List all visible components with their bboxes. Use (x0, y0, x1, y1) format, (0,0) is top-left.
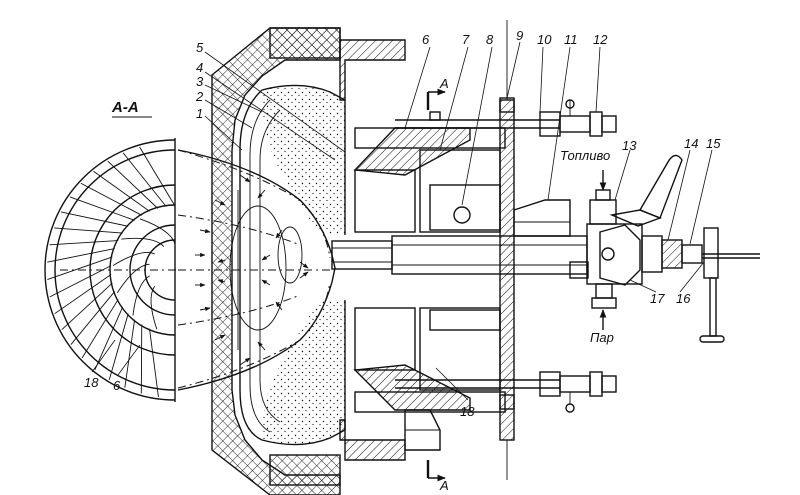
flow-arrow (217, 279, 226, 284)
callout-15: 15 (706, 136, 721, 151)
swirl-vane (108, 313, 129, 380)
swirl-vane (47, 248, 115, 263)
swirl-vane (139, 146, 176, 207)
section-aa-view: 18 6 А-А (44, 99, 178, 402)
flow-arrow (275, 301, 283, 311)
section-marker-bottom: А (439, 478, 449, 493)
flow-arrow (299, 271, 309, 279)
callout-11: 11 (564, 32, 578, 47)
swirl-vane (69, 196, 135, 221)
inner-swirl-line (132, 275, 150, 316)
callout-12: 12 (593, 32, 608, 47)
callout-8: 8 (486, 32, 494, 47)
swirl-vane (94, 306, 124, 371)
flow-arrow (261, 279, 271, 286)
flow-arrow (299, 261, 309, 269)
cutting-plane-markers: А А (426, 76, 449, 493)
section-marker-top: А (439, 76, 449, 91)
callout-10: 10 (537, 32, 552, 47)
swirl-vane (107, 160, 159, 209)
burner-main-section (177, 20, 760, 495)
callout-3: 3 (196, 74, 204, 89)
callout-13: 13 (622, 138, 637, 153)
swirl-vane (49, 240, 119, 246)
swirl-vane (70, 291, 116, 345)
swirl-vane (49, 265, 112, 298)
callout-18-lower: 18 (460, 404, 475, 419)
swirl-vane (54, 273, 112, 315)
flow-arrow (214, 334, 226, 341)
callout-aa-18: 18 (84, 375, 99, 390)
flow-arrow (261, 254, 271, 261)
flow-arrow (275, 229, 283, 239)
inner-swirl-line (139, 218, 176, 245)
swirl-vane (54, 227, 123, 234)
swirl-vane (149, 328, 159, 397)
callout-6: 6 (422, 32, 430, 47)
swirl-vane (81, 299, 119, 359)
callout-aa-6: 6 (113, 378, 121, 393)
callout-2: 2 (195, 89, 204, 104)
inner-swirl-line (116, 263, 150, 293)
flow-arrow (214, 199, 226, 206)
callouts: 5 4 3 2 1 6 7 8 9 10 11 12 13 (195, 28, 721, 419)
inner-swirl-line (150, 285, 158, 330)
flow-arrow (239, 174, 251, 183)
steam-label: Пар (590, 330, 614, 345)
flow-arrow (257, 189, 266, 199)
swirl-vane (80, 182, 142, 216)
flow-arrow (257, 341, 266, 351)
flow-arrow (217, 258, 226, 263)
callout-5: 5 (196, 40, 204, 55)
swirl-vane (60, 211, 129, 227)
callout-1: 1 (196, 106, 203, 121)
swirl-vane (47, 256, 113, 281)
callout-14: 14 (684, 136, 698, 151)
inner-swirl-line (112, 252, 155, 266)
swirl-vane (93, 170, 150, 212)
callout-9: 9 (516, 28, 523, 43)
callout-7: 7 (462, 32, 470, 47)
callout-4: 4 (196, 60, 203, 75)
callout-16: 16 (676, 291, 691, 306)
flow-arrow (199, 306, 211, 312)
swirl-vane (124, 319, 136, 388)
swirl-vane (61, 282, 113, 330)
fuel-label: Топливо (560, 148, 610, 163)
flow-arrow (239, 357, 251, 366)
swirl-vane (122, 152, 167, 207)
flow-arrow (199, 228, 211, 234)
section-aa-title: А-А (111, 99, 139, 116)
callout-17: 17 (650, 291, 665, 306)
inner-swirl-line (121, 237, 165, 247)
